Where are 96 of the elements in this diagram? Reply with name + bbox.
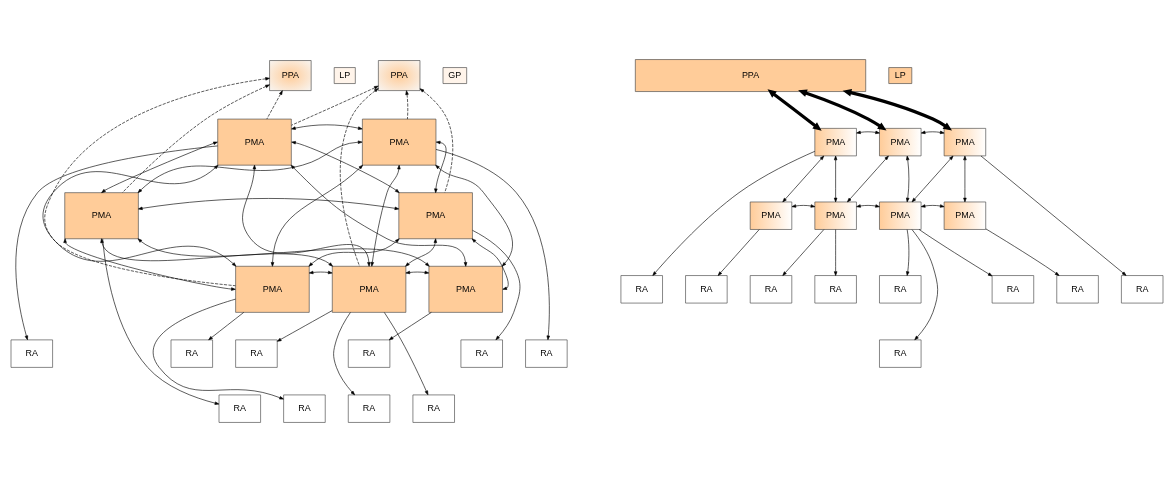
arrow [767,89,822,131]
arrow [920,130,945,135]
arrow [266,90,283,120]
node-box: RA [525,339,568,368]
arrow [791,204,816,208]
arrow [308,270,333,275]
node-box: RA [460,339,503,368]
node-box: PPA [378,60,421,91]
node-box: RA [620,275,663,304]
arrow [782,155,825,203]
node-box: RA [283,394,326,423]
node-box: RA [814,275,857,304]
node-box: PMA [943,201,987,230]
node-box: RA [991,275,1035,304]
node-box: PMA [749,201,793,230]
arrow [856,204,880,208]
node-box: RA [347,339,391,368]
node-box: LP [333,67,356,84]
arrow [290,164,468,267]
arrow [100,238,333,267]
node-box: RA [235,339,278,368]
arrow [270,164,363,267]
node-box: PMA [814,128,857,157]
node-box: PMA [331,265,407,313]
node-box: RA [412,394,455,423]
node-box: PPA [635,59,867,92]
node-box: PMA [398,192,473,240]
arrow [405,238,437,267]
arrow [906,155,910,203]
arrow [833,229,838,276]
arrow [434,140,447,193]
node-box: RA [749,275,793,304]
node-box: RA [218,394,261,423]
node-box: PMA [428,265,503,313]
arrow [798,89,887,131]
arrow [44,77,270,287]
arrow [833,155,838,203]
node-box: PMA [879,128,922,157]
arrow [122,84,270,193]
arrow [242,164,371,267]
arrow [370,164,401,267]
node-box: PPA [269,60,312,91]
arrow [291,141,400,193]
arrow [384,312,429,396]
arrow [308,238,400,267]
arrow [911,155,954,203]
node-box: PMA [879,201,922,230]
arrow [291,124,363,130]
arrow [388,312,432,341]
node-box: GP [442,67,467,84]
node-box: RA [685,275,728,304]
node-box: PMA [814,201,857,230]
arrow [920,204,945,208]
arrow [918,229,993,277]
arrow [137,238,430,267]
arrow [435,164,513,267]
arrow [911,229,938,341]
node-box: PMA [362,118,437,166]
node-box: RA [170,339,213,368]
arrow [138,198,400,210]
arrow [63,238,236,291]
arrow [291,85,379,126]
arrow [782,229,825,276]
arrow [980,155,1127,276]
arrow [419,88,454,193]
node-box: PMA [64,192,139,240]
node-box: PMA [235,265,310,313]
arrow [137,140,363,193]
arrow [435,149,550,341]
node-box: RA [879,275,922,304]
node-box: RA [1056,275,1099,304]
node-box: LP [888,67,913,84]
arrow [472,230,521,341]
arrow [652,151,816,276]
arrow [276,310,333,342]
arrow [333,312,355,396]
arrow [102,238,220,405]
arrow [906,229,910,276]
node-box: PMA [217,118,292,166]
node-box: RA [10,339,53,368]
arrow [847,155,889,203]
arrow [842,88,952,131]
arrow [405,90,409,120]
arrow [339,88,379,267]
arrow [985,228,1060,276]
node-box: PMA [943,128,987,157]
arrow [208,312,245,341]
arrow [856,130,880,135]
arrow [152,298,284,400]
arrow [405,270,430,275]
arrow [471,238,509,290]
node-box: RA [879,339,922,368]
arrow [963,155,967,203]
arrow [717,229,760,276]
node-box: RA [1121,275,1164,304]
node-box: RA [347,394,391,423]
